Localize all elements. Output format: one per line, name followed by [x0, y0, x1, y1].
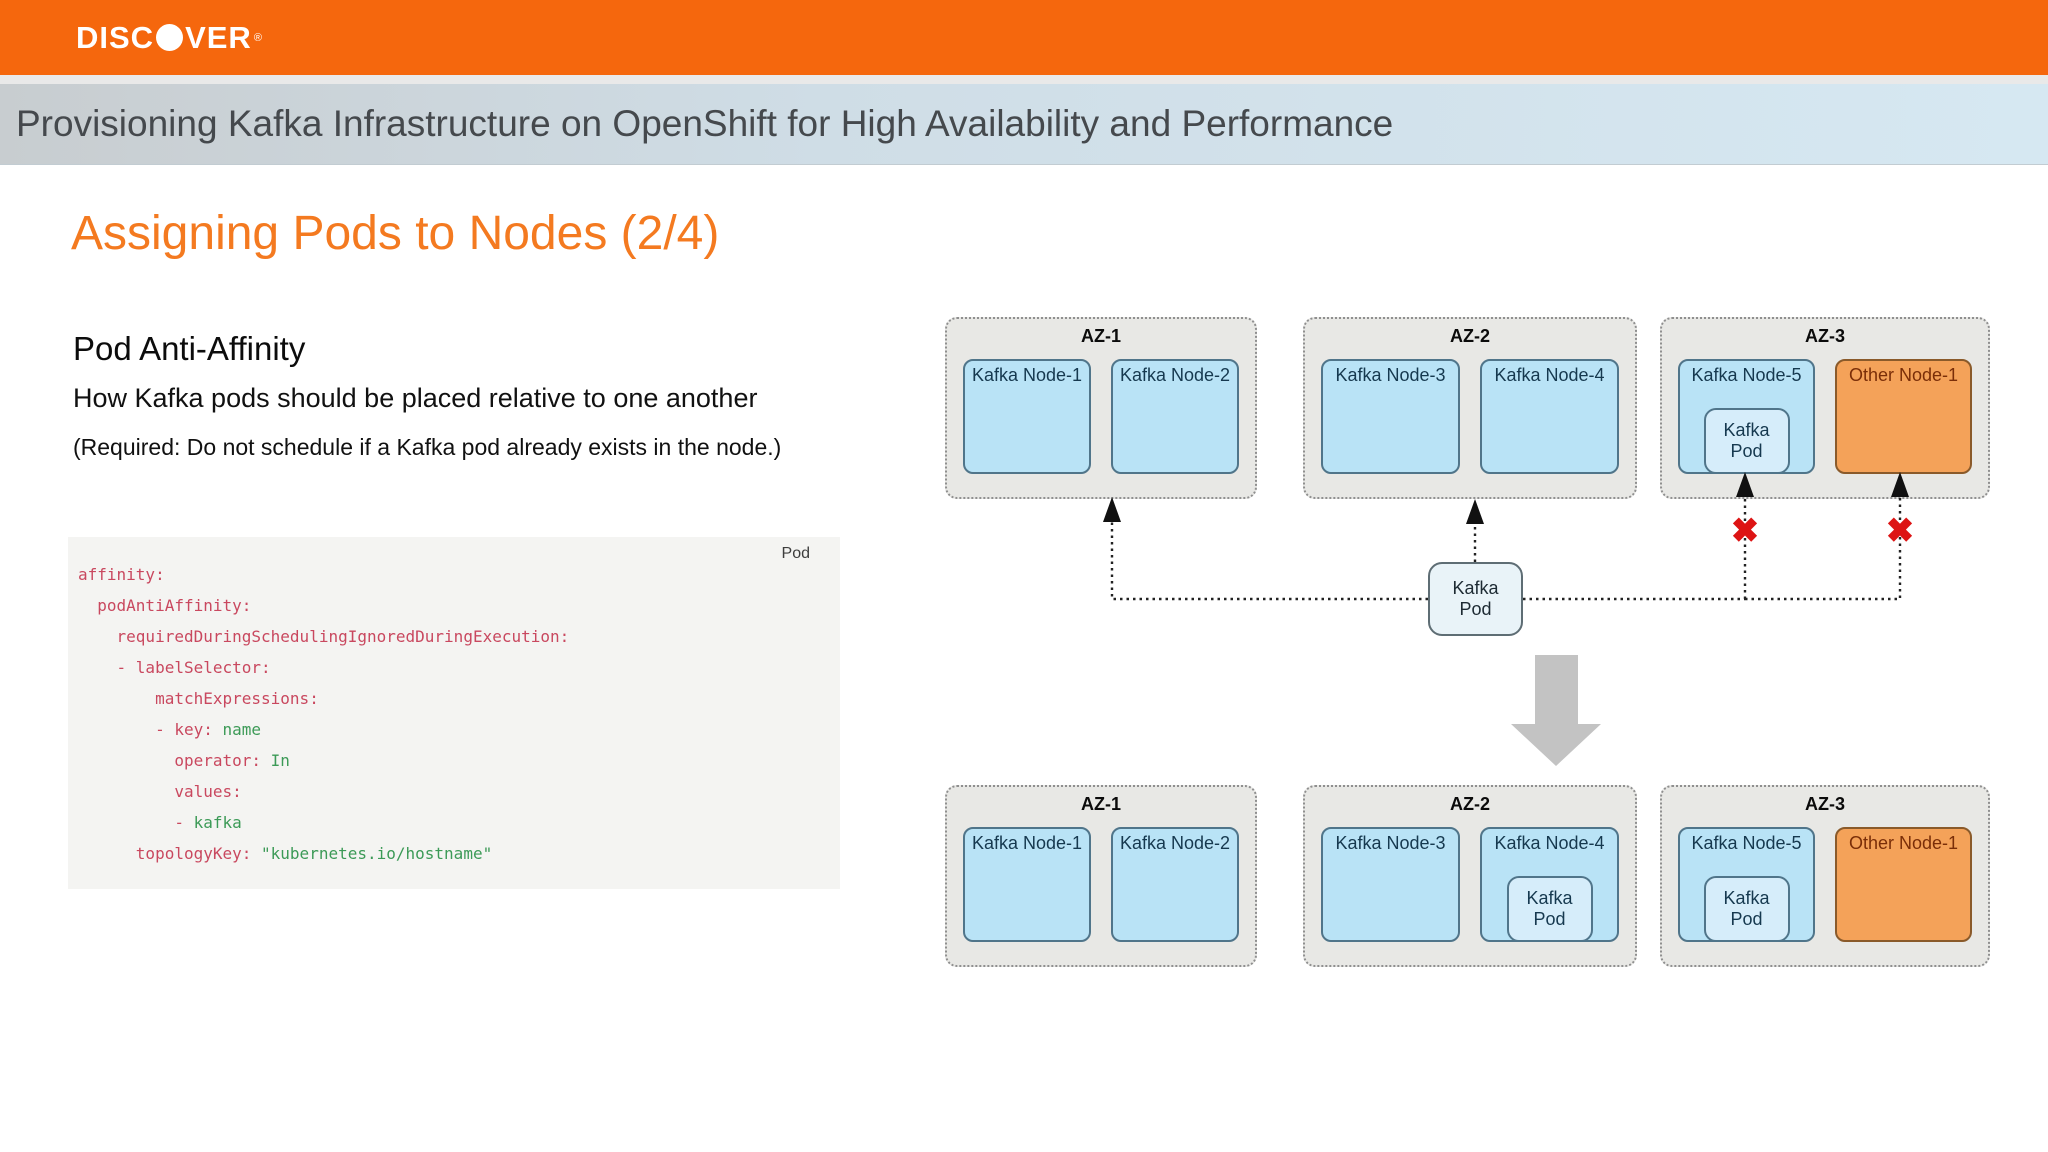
code-line: - labelSelector: [78, 652, 828, 683]
node-label: Kafka Node-1 [971, 365, 1083, 385]
code-line: - kafka [78, 807, 828, 838]
node-label: Kafka Node-4 [1494, 833, 1605, 853]
code-token: requiredDuringSchedulingIgnoredDuringExe… [78, 627, 570, 646]
code-token: - [78, 813, 194, 832]
az-label: AZ-3 [1805, 794, 1845, 814]
node-kafka-node-1: Kafka Node-1 [963, 827, 1091, 942]
yaml-code-block: Pod affinity: podAntiAffinity: requiredD… [68, 537, 840, 889]
reject-x-icon-other: ✖ [1886, 512, 1915, 550]
code-token: kafka [193, 813, 242, 832]
reject-x-icon-node5: ✖ [1731, 512, 1760, 550]
slide-heading: Assigning Pods to Nodes (2/4) [71, 207, 720, 260]
az-label: AZ-3 [1805, 326, 1845, 346]
kafka-pod-label: Kafka Pod [1723, 420, 1770, 461]
header-divider [0, 75, 2048, 84]
code-badge: Pod [781, 545, 810, 562]
code-token: operator: [78, 751, 262, 770]
transition-down-arrow-icon [1511, 655, 1601, 766]
az-label: AZ-2 [1450, 326, 1490, 346]
code-token: topologyKey: [78, 844, 252, 863]
center-kafka-pod-label: Kafka Pod [1452, 578, 1499, 619]
code-token: podAntiAffinity: [78, 596, 252, 615]
code-line: operator: In [78, 745, 828, 776]
code-token: values: [78, 782, 242, 801]
code-token: - key: [78, 720, 213, 739]
slide-subheading: Pod Anti-Affinity [73, 330, 306, 367]
node-kafka-node-1: Kafka Node-1 [963, 359, 1091, 474]
arrow-up-az1-icon [1103, 497, 1121, 522]
kafka-pod-label: Kafka Pod [1723, 888, 1770, 929]
node-label: Other Node-1 [1848, 365, 1959, 385]
code-line: matchExpressions: [78, 683, 828, 714]
node-label: Kafka Node-4 [1494, 365, 1605, 385]
discover-logo: DISC VER® [76, 19, 263, 56]
center-kafka-pod: Kafka Pod [1428, 562, 1523, 636]
node-kafka-node-4: Kafka Node-4 [1480, 359, 1619, 474]
az-nodes: Kafka Node-1 Kafka Node-2 [963, 359, 1239, 474]
registered-mark: ® [253, 32, 263, 44]
kafka-pod-box: Kafka Pod [1703, 876, 1790, 942]
logo-text-pre: DISC [76, 19, 155, 55]
node-label: Kafka Node-3 [1335, 365, 1446, 385]
slide-note: (Required: Do not schedule if a Kafka po… [73, 434, 782, 460]
kafka-pod-box: Kafka Pod [1506, 876, 1593, 942]
presentation-title-band: Provisioning Kafka Infrastructure on Ope… [0, 84, 2048, 165]
kafka-pod-label: Kafka Pod [1526, 888, 1573, 929]
slide-description: How Kafka pods should be placed relative… [73, 383, 758, 413]
node-kafka-node-3: Kafka Node-3 [1321, 359, 1460, 474]
code-lines: affinity: podAntiAffinity: requiredDurin… [78, 559, 828, 869]
code-token: "kubernetes.io/hostname" [251, 844, 493, 863]
arrow-up-az2-icon [1466, 499, 1484, 524]
presentation-title: Provisioning Kafka Infrastructure on Ope… [16, 103, 1394, 144]
code-line: topologyKey: "kubernetes.io/hostname" [78, 838, 828, 869]
code-token: matchExpressions: [78, 689, 319, 708]
az-label: AZ-1 [1081, 794, 1121, 814]
discover-o-icon [156, 24, 184, 51]
code-token: - labelSelector: [78, 658, 271, 677]
code-token: affinity: [78, 565, 165, 584]
node-label: Kafka Node-5 [1691, 365, 1802, 385]
az-nodes: Kafka Node-1 Kafka Node-2 [963, 827, 1239, 942]
node-kafka-node-2: Kafka Node-2 [1111, 827, 1239, 942]
kafka-pod-box: Kafka Pod [1703, 408, 1790, 474]
az-nodes: Kafka Node-3 Kafka Node-4 [1321, 359, 1619, 474]
node-other-node-1: Other Node-1 [1835, 827, 1972, 942]
az-label: AZ-1 [1081, 326, 1121, 346]
code-line: - key: name [78, 714, 828, 745]
logo-text-post: VER [185, 19, 252, 55]
code-line: requiredDuringSchedulingIgnoredDuringExe… [78, 621, 828, 652]
code-token: In [261, 751, 290, 770]
node-label: Kafka Node-3 [1335, 833, 1446, 853]
node-label: Kafka Node-5 [1691, 833, 1802, 853]
code-line: affinity: [78, 559, 828, 590]
brand-header-bar: DISC VER® [0, 0, 2048, 75]
code-line: values: [78, 776, 828, 807]
az-label: AZ-2 [1450, 794, 1490, 814]
node-label: Other Node-1 [1848, 833, 1959, 853]
node-kafka-node-2: Kafka Node-2 [1111, 359, 1239, 474]
node-kafka-node-3: Kafka Node-3 [1321, 827, 1460, 942]
code-token: name [212, 720, 262, 739]
node-label: Kafka Node-2 [1119, 833, 1231, 853]
node-other-node-1: Other Node-1 [1835, 359, 1972, 474]
code-line: podAntiAffinity: [78, 590, 828, 621]
node-label: Kafka Node-2 [1119, 365, 1231, 385]
node-label: Kafka Node-1 [971, 833, 1083, 853]
